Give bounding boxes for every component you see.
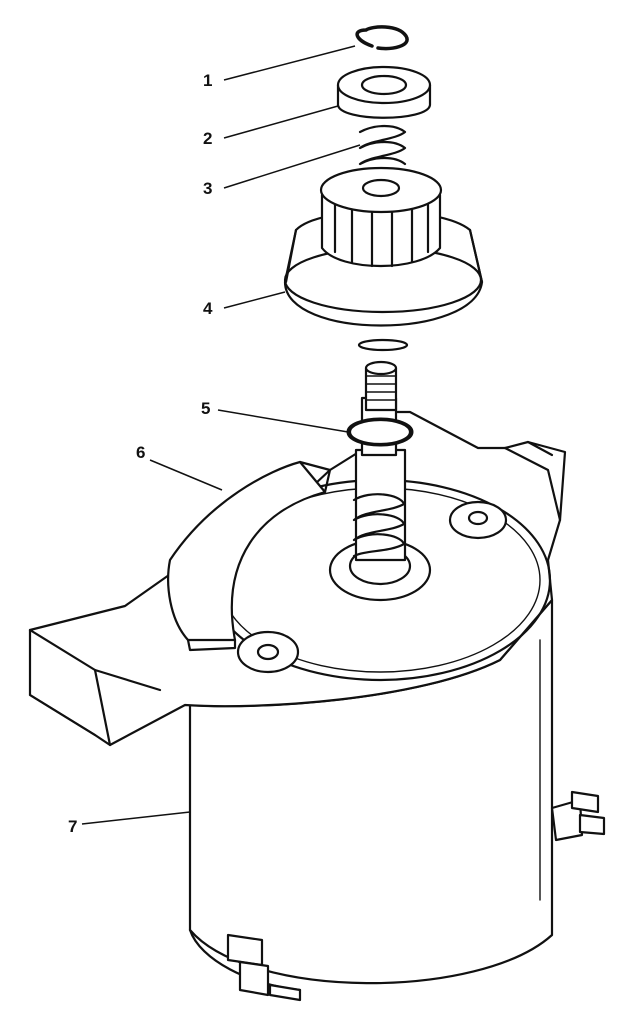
- callout-4: 4: [203, 299, 213, 318]
- retaining-ring: [355, 25, 409, 51]
- armature-shaft: [328, 360, 432, 602]
- callout-1: 1: [203, 71, 213, 90]
- leader-lines: [81, 45, 361, 825]
- callout-6: 6: [136, 443, 146, 462]
- callout-3: 3: [203, 179, 213, 198]
- callout-5: 5: [201, 399, 211, 418]
- mounting-bracket: [28, 410, 567, 747]
- callout-2: 2: [203, 129, 213, 148]
- spring: [358, 124, 407, 166]
- callout-7: 7: [68, 817, 78, 836]
- shield: [167, 460, 332, 652]
- drive-pinion: [283, 166, 484, 352]
- retainer-cup: [336, 65, 432, 119]
